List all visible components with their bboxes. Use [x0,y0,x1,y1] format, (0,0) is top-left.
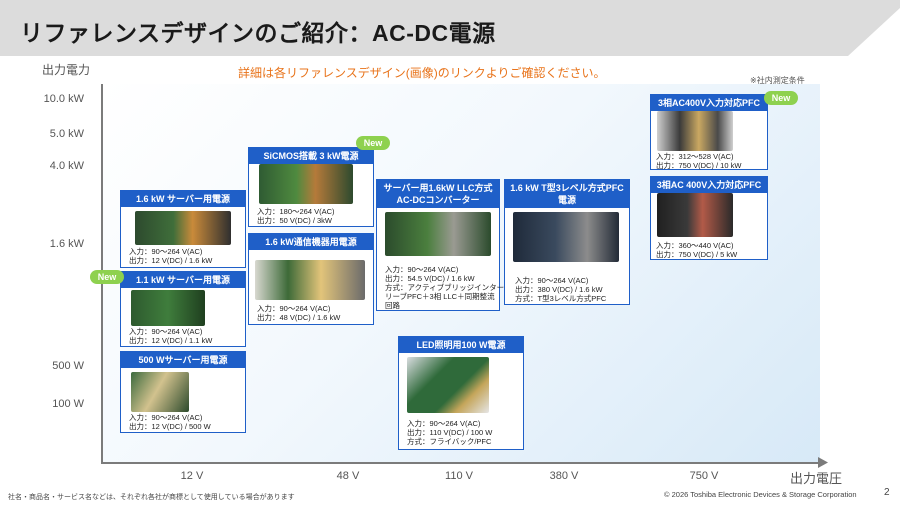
x-tick: 380 V [549,470,579,482]
spec-input: 入力：90～264 V(AC) [257,304,331,313]
spec-output: 出力：54.5 V(DC) / 1.6 kW [385,274,475,283]
y-axis-label: 出力電力 [42,63,91,77]
copyright: © 2026 Toshiba Electronic Devices & Stor… [664,490,857,499]
x-axis-arrow-icon [818,457,828,468]
spec-input: 入力：180～264 V(AC) [257,207,335,216]
spec-output: 出力：110 V(DC) / 100 W [407,428,493,437]
card-title: 1.6 kW通信機器用電源 [249,234,373,250]
condition-note: ※社内測定条件 [750,76,805,85]
spec-output: 出力：12 V(DC) / 1.6 kW [129,256,213,265]
y-tick: 1.6 kW [49,238,84,250]
x-tick: 12 V [180,470,204,482]
spec-input: 入力：360～440 V(AC) [656,241,734,250]
card-title: 3相AC 400V入力対応PFC [651,177,767,193]
spec-output: 出力：380 V(DC) / 1.6 kW [515,285,603,294]
card-title: 1.6 kW T型3レベル方式PFC電源 [505,180,629,208]
card-title: 1.6 kW サーバー用電源 [121,191,245,207]
spec-method-cont: リーブPFC＋3相 LLC＋同期整流 [385,292,495,301]
title-banner [0,0,900,56]
y-tick: 100 W [52,398,84,410]
spec-output: 出力：12 V(DC) / 500 W [129,422,211,431]
y-tick: 5.0 kW [49,128,84,140]
x-tick: 750 V [689,470,719,482]
spec-output: 出力：12 V(DC) / 1.1 kW [129,336,213,345]
spec-input: 入力：90～264 V(AC) [129,413,203,422]
pcb-image [259,164,353,204]
card-title: LED照明用100 W電源 [399,337,523,353]
spec-method: 方式：アクティブブリッジインター [385,283,505,292]
card-title: 3相AC400V入力対応PFC [651,95,767,111]
spec-method: 方式：T型3レベル方式PFC [515,294,607,303]
spec-input: 入力：312～528 V(AC) [656,152,734,161]
card-1-6kw-llc-converter[interactable]: サーバー用1.6kW LLC方式AC-DCコンバーター 入力：90～264 V(… [376,179,504,311]
page-title: リファレンスデザインのご紹介：AC-DC電源 [20,20,496,46]
x-axis-label: 出力電圧 [790,471,843,486]
spec-method: 方式：フライバック/PFC [407,437,492,446]
x-axis-line [101,462,823,464]
card-1-1kw-server-psu[interactable]: 1.1 kW サーバー用電源 入力：90～264 V(AC) 出力：12 V(D… [120,271,246,347]
card-1-6kw-telecom-psu[interactable]: 1.6 kW通信機器用電源 入力：90～264 V(AC) 出力：48 V(DC… [248,233,374,325]
pcb-image [131,372,189,412]
y-tick: 4.0 kW [49,160,84,172]
spec-output: 出力：50 V(DC) / 3kW [257,216,333,225]
new-badge: New [356,136,390,150]
pcb-image [657,111,733,151]
new-badge: New [764,91,798,105]
spec-output: 出力：750 V(DC) / 5 kW [656,250,738,259]
new-badge: New [90,270,124,284]
card-1-6kw-server-psu[interactable]: 1.6 kW サーバー用電源 入力：90～264 V(AC) 出力：12 V(D… [120,190,246,268]
x-tick: 110 V [445,470,473,482]
pcb-image [657,193,733,237]
card-sicmos-3kw-psu[interactable]: SiCMOS搭載 3 kW電源 入力：180～264 V(AC) 出力：50 V… [248,147,374,227]
spec-output: 出力：750 V(DC) / 10 kW [656,161,742,170]
page-number: 2 [884,487,890,498]
trademark-note: 社名・商品名・サービス名などは、それぞれ各社が商標として使用している場合がありま… [8,494,295,501]
spec-input: 入力：90～264 V(AC) [385,265,459,274]
card-title: サーバー用1.6kW LLC方式AC-DCコンバーター [377,180,499,208]
spec-method-cont: 回路 [385,301,400,310]
y-tick: 500 W [52,360,84,372]
card-title: SiCMOS搭載 3 kW電源 [249,148,373,164]
card-title: 500 Wサーバー用電源 [121,352,245,368]
pcb-image [385,212,491,256]
pcb-image [513,212,619,262]
y-tick: 10.0 kW [43,93,84,105]
link-notice: 詳細は各リファレンスデザイン(画像)のリンクよりご確認ください。 [238,66,606,80]
card-3phase-400v-pfc-10kw[interactable]: 3相AC400V入力対応PFC 入力：312～528 V(AC) 出力：750 … [650,94,768,170]
x-tick: 48 V [336,470,360,482]
card-3phase-400v-pfc-5kw[interactable]: 3相AC 400V入力対応PFC 入力：360～440 V(AC) 出力：750… [650,176,768,260]
pcb-image [255,260,365,300]
spec-input: 入力：90～264 V(AC) [129,247,203,256]
spec-input: 入力：90～264 V(AC) [407,419,481,428]
pcb-image [135,211,231,245]
spec-output: 出力：48 V(DC) / 1.6 kW [257,313,341,322]
spec-input: 入力：90～264 V(AC) [515,276,589,285]
card-title: 1.1 kW サーバー用電源 [121,272,245,288]
pcb-image [407,357,489,413]
pcb-image [131,290,205,326]
card-500w-server-psu[interactable]: 500 Wサーバー用電源 入力：90～264 V(AC) 出力：12 V(DC)… [120,351,246,433]
card-t-type-3level-pfc[interactable]: 1.6 kW T型3レベル方式PFC電源 入力：90～264 V(AC) 出力：… [504,179,630,305]
card-led-100w-psu[interactable]: LED照明用100 W電源 入力：90～264 V(AC) 出力：110 V(D… [398,336,524,450]
spec-input: 入力：90～264 V(AC) [129,327,203,336]
